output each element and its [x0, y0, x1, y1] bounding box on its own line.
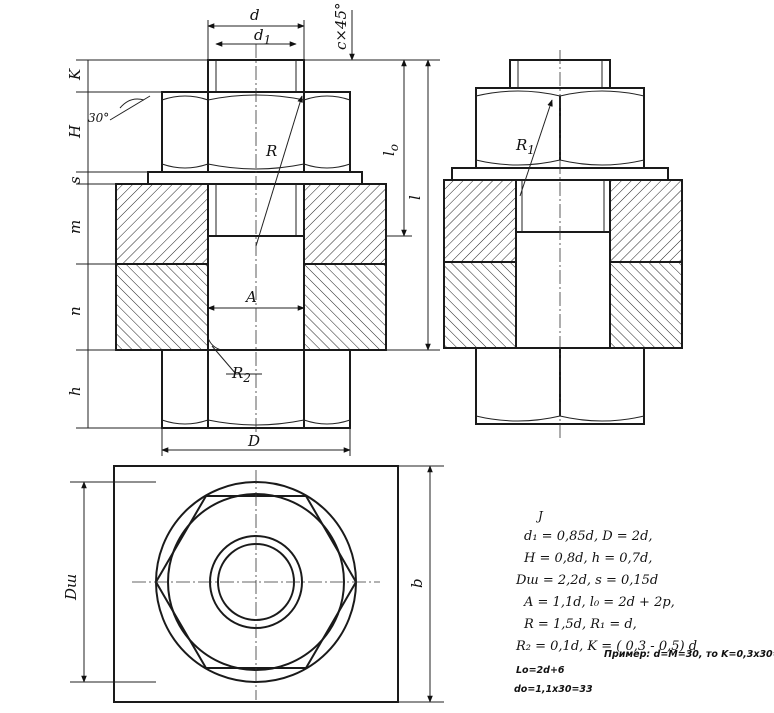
formula-block: d₁ = 0,85d, D = 2d, H = 0,8d, h = 0,7d, …: [515, 529, 697, 654]
svg-text:R1: R1: [515, 136, 535, 157]
side-upper-plate-right: [609, 179, 683, 263]
formula-line: R = 1,5d, R₁ = d,: [523, 617, 637, 632]
svg-text:lo: lo: [380, 144, 401, 156]
svg-text:R: R: [265, 142, 277, 160]
side-view: [443, 50, 683, 440]
do-note: do=1,1x30=33: [514, 684, 593, 695]
svg-text:h: h: [66, 386, 84, 396]
svg-text:d1: d1: [254, 26, 271, 47]
plate-outline: [113, 465, 399, 703]
upper-plate-left: [115, 183, 209, 265]
side-lower-plate-right: [609, 261, 683, 349]
lower-plate-right: [303, 263, 387, 351]
side-lower-plate-left: [443, 261, 517, 349]
formula-line: A = 1,1d, l₀ = 2d + 2p,: [523, 595, 675, 610]
example-note: Пример: d=M=30, то K=0,3x30=9: [604, 649, 774, 660]
svg-text:d: d: [250, 6, 260, 24]
svg-text:c×45°: c×45°: [332, 2, 350, 50]
svg-text:l: l: [406, 195, 424, 200]
formula-line: d₁ = 0,85d, D = 2d,: [524, 529, 653, 544]
lower-plate-left: [115, 263, 209, 351]
washer-front: [147, 171, 363, 185]
top-view: [70, 465, 444, 703]
side-upper-plate-left: [443, 179, 517, 263]
svg-text:J: J: [535, 509, 544, 523]
formula-line: Dш = 2,2d, s = 0,15d: [515, 573, 658, 588]
svg-text:m: m: [66, 220, 84, 234]
example-notes: Пример: d=M=30, то K=0,3x30=9 Lo=2d+6 do…: [514, 649, 774, 695]
svg-text:Dш: Dш: [62, 574, 80, 601]
svg-text:D: D: [247, 432, 260, 450]
formula-line: R₂ = 0,1d, K = ( 0,3 - 0,5) d: [515, 639, 697, 654]
lo-note: Lo=2d+6: [516, 665, 565, 676]
upper-plate-right: [303, 183, 387, 265]
svg-text:b: b: [408, 578, 426, 588]
front-dimension-labels: d d1 c×45° K H s m n h 30° R lo l A R2 D…: [66, 2, 544, 523]
side-shank: [515, 179, 611, 349]
front-dimensions: [76, 10, 440, 456]
svg-text:K: K: [66, 68, 84, 81]
svg-text:n: n: [66, 306, 84, 316]
formula-line: H = 0,8d, h = 0,7d,: [523, 551, 652, 566]
svg-text:s: s: [66, 176, 84, 184]
svg-text:A: A: [244, 288, 257, 306]
front-view: [109, 44, 387, 440]
svg-text:R2: R2: [231, 364, 251, 385]
svg-text:30°: 30°: [88, 111, 109, 125]
svg-text:H: H: [66, 124, 84, 139]
